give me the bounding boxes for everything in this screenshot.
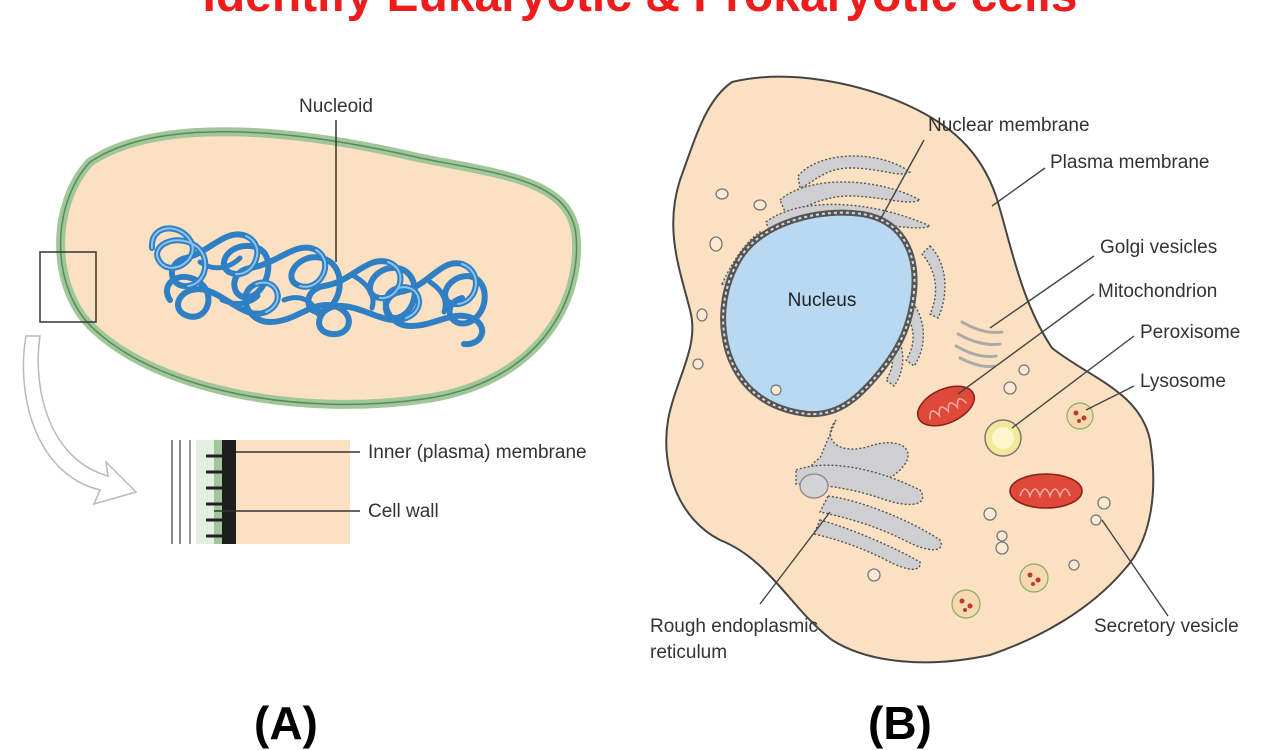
large-vesicle <box>799 473 829 499</box>
secretory-vesicle-label: Secretory vesicle <box>1094 616 1239 637</box>
membrane-zoom <box>171 440 350 544</box>
inner-membrane-label: Inner (plasma) membrane <box>368 442 587 463</box>
plasma-membrane-outline <box>59 130 578 406</box>
rer-label-line2: reticulum <box>650 642 727 663</box>
nucleoid-dna <box>148 225 488 348</box>
plasma-membrane-label: Plasma membrane <box>1050 152 1209 173</box>
zoom-arrow <box>22 335 138 506</box>
nucleus-label: Nucleus <box>788 290 857 311</box>
page-title: Identify Eukaryotic & Prokaryotic cells <box>0 0 1280 23</box>
cell-wall-label: Cell wall <box>368 501 439 522</box>
nuclear-pores <box>722 211 916 416</box>
zoom-box <box>39 251 97 323</box>
mitochondrion-1 <box>916 385 976 427</box>
rer-label-line1: Rough endoplasmic <box>650 616 818 637</box>
eukaryotic-cell: Nucleus <box>650 75 1240 664</box>
cell-diagrams: Nucleoid Inner (plasma) membrane <box>22 75 1240 664</box>
peroxisome-label: Peroxisome <box>1140 322 1240 343</box>
prokaryotic-cell: Nucleoid Inner (plasma) membrane <box>22 96 587 544</box>
nuclear-membrane-label: Nuclear membrane <box>928 115 1090 136</box>
cell-wall-outline <box>56 127 582 409</box>
leader-lines <box>759 139 1169 617</box>
golgi-vesicles <box>954 320 1004 368</box>
panel-a-label: (A) <box>254 697 318 749</box>
mitochondrion-label: Mitochondrion <box>1098 281 1217 302</box>
mitochondrion-2 <box>1009 473 1083 509</box>
golgi-vesicles-label: Golgi vesicles <box>1100 237 1217 258</box>
lysosome-label: Lysosome <box>1140 371 1226 392</box>
small-vesicles <box>692 188 1111 582</box>
panel-b-label: (B) <box>868 697 932 749</box>
nucleoid-label: Nucleoid <box>299 96 373 117</box>
